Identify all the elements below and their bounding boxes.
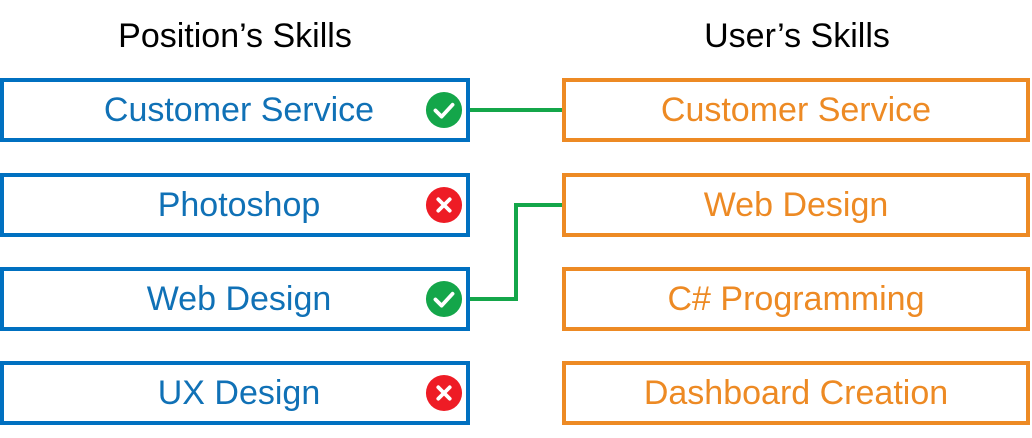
user-skills-heading: User’s Skills <box>704 17 890 55</box>
position-skill-label: Photoshop <box>157 186 321 224</box>
position-skills-heading: Position’s Skills <box>118 17 352 55</box>
x-circle-icon <box>425 374 463 412</box>
x-circle-icon <box>425 186 463 224</box>
user-skill-label: Customer Service <box>660 91 932 129</box>
check-circle-icon <box>425 91 463 129</box>
user-skill-dashboard-creation: Dashboard Creation <box>562 361 1030 425</box>
user-skill-csharp-programming: C# Programming <box>562 267 1030 331</box>
check-circle-icon <box>425 280 463 318</box>
user-skill-customer-service: Customer Service <box>562 78 1030 142</box>
position-skill-label: Customer Service <box>103 91 375 129</box>
position-skill-ux-design: UX Design <box>0 361 470 425</box>
user-skill-web-design: Web Design <box>562 173 1030 237</box>
position-skill-customer-service: Customer Service <box>0 78 470 142</box>
position-skill-label: Web Design <box>146 280 332 318</box>
user-skill-label: C# Programming <box>667 280 925 318</box>
user-skill-label: Dashboard Creation <box>643 374 949 412</box>
position-skill-photoshop: Photoshop <box>0 173 470 237</box>
position-skill-label: UX Design <box>157 374 321 412</box>
match-connector-1 <box>466 203 562 301</box>
position-skill-web-design: Web Design <box>0 267 470 331</box>
user-skill-label: Web Design <box>703 186 889 224</box>
